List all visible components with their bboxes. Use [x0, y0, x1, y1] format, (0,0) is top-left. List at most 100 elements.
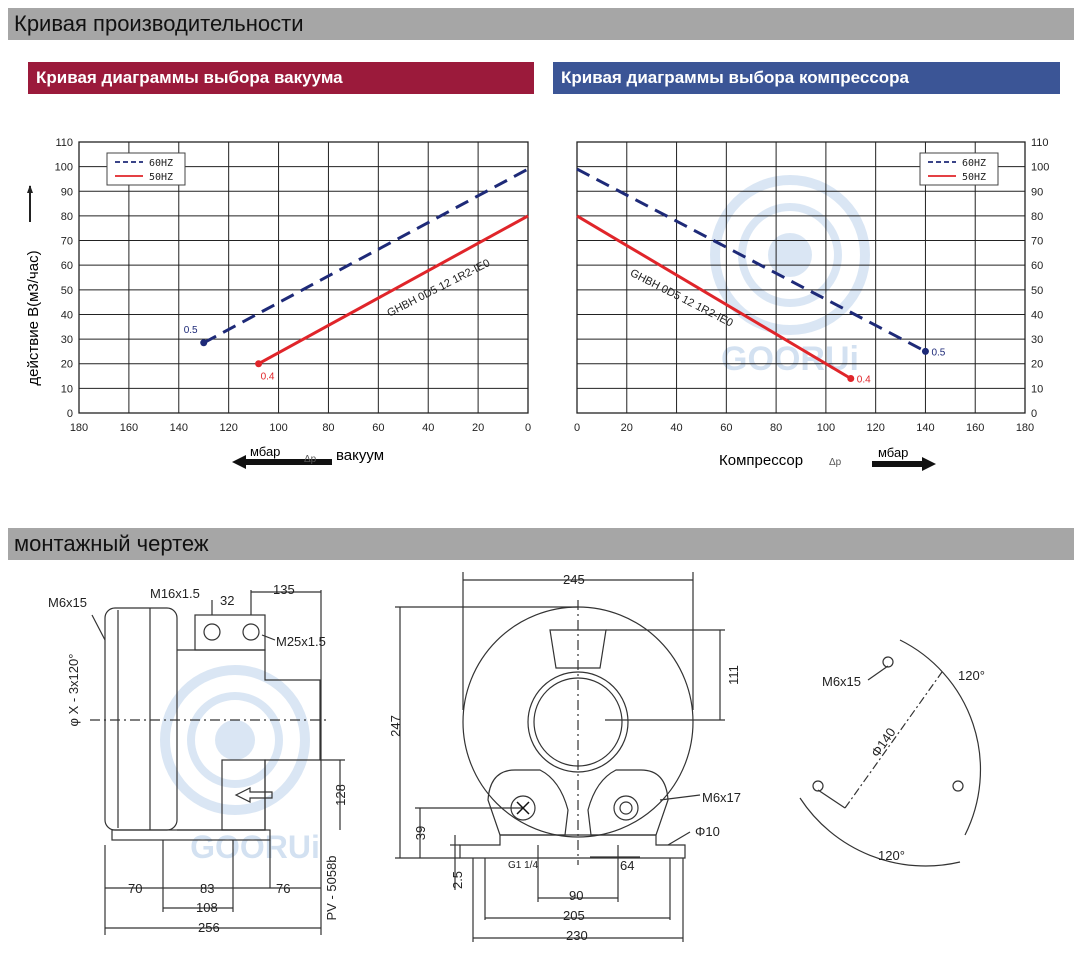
y-tick-label: 20 [61, 359, 73, 371]
dim-side-32: 32 [220, 593, 234, 608]
y-tick-label: 40 [61, 309, 73, 321]
x-tick-label: 60 [372, 422, 384, 434]
dim-side-76: 76 [276, 881, 290, 896]
performance-section-title: Кривая производительности [8, 8, 1074, 40]
legend-label: 60HZ [149, 158, 173, 169]
y-tick-label: 50 [61, 285, 73, 297]
x-tick-label: 40 [422, 422, 434, 434]
y-tick-label: 60 [61, 260, 73, 272]
y-tick-label: 100 [55, 162, 73, 174]
dim-front-111: 111 [726, 665, 741, 685]
x-tick-label: 100 [269, 422, 287, 434]
x-tick-label: 120 [219, 422, 237, 434]
dim-side-pv: PV - 5058b [324, 855, 339, 920]
dim-side-m6x15: M6x15 [48, 595, 87, 610]
y-tick-label: 50 [1031, 285, 1043, 297]
compressor-chart-title: Кривая диаграммы выбора компрессора [553, 62, 1060, 94]
right-arrow-icon [872, 457, 936, 471]
y-tick-label: 110 [55, 137, 73, 149]
dim-front-247: 247 [388, 715, 403, 737]
series-end-label: 0.5 [931, 347, 945, 358]
y-tick-label: 0 [67, 408, 73, 420]
series-end-label: 0.4 [261, 372, 275, 383]
y-tick-label: 80 [1031, 211, 1043, 223]
y-tick-label: 70 [61, 236, 73, 248]
left-arrow-icon [232, 455, 332, 469]
compressor-dp-label: Δp [829, 457, 842, 468]
x-tick-label: 120 [866, 422, 884, 434]
legend-box [919, 152, 999, 186]
watermark-text: GOORUi [190, 829, 320, 865]
y-tick-label: 100 [1031, 162, 1049, 174]
side-view-drawing [90, 590, 345, 935]
legend-label: 50HZ [149, 172, 173, 183]
vacuum-chart-title: Кривая диаграммы выбора вакуума [28, 62, 534, 94]
watermark-text: GOORUi [721, 340, 859, 378]
dim-front-g1: G1 1/4 [508, 860, 538, 871]
series-line-50hz [257, 214, 529, 366]
dim-front-230: 230 [566, 928, 588, 943]
legend-label: 50HZ [962, 172, 986, 183]
series-end-label: 0.4 [857, 375, 871, 386]
dim-flange-140: Φ140 [868, 725, 899, 760]
y-tick-label: 20 [1031, 359, 1043, 371]
series-line-50hz [576, 214, 852, 380]
dim-front-245: 245 [563, 572, 585, 587]
dim-side-128: 128 [333, 784, 348, 806]
x-tick-label: 140 [170, 422, 188, 434]
dim-side-135: 135 [273, 582, 295, 597]
dim-side-108: 108 [196, 900, 218, 915]
dim-flange-angle-bottom: 120° [878, 848, 905, 863]
dim-front-205: 205 [563, 908, 585, 923]
series-end-label: 0.5 [184, 325, 198, 336]
x-tick-label: 100 [817, 422, 835, 434]
x-tick-label: 180 [1016, 422, 1034, 434]
x-tick-label: 80 [322, 422, 334, 434]
vacuum-unit-label: мбар [250, 444, 280, 459]
y-axis-label: действие В(м3/час) [25, 250, 42, 385]
y-tick-label: 0 [1031, 408, 1037, 420]
dim-side-83: 83 [200, 881, 214, 896]
plot-frame [576, 141, 1026, 414]
x-tick-label: 160 [966, 422, 984, 434]
y-tick-label: 10 [61, 383, 73, 395]
dim-flange-m6x15: M6x15 [822, 674, 861, 689]
x-tick-label: 60 [720, 422, 732, 434]
x-tick-label: 80 [770, 422, 782, 434]
dim-front-90: 90 [569, 888, 583, 903]
series-line-60hz [203, 167, 529, 345]
watermark-logo [160, 175, 870, 815]
y-tick-label: 70 [1031, 236, 1043, 248]
dim-front-25: 2.5 [450, 871, 465, 889]
dim-side-phi: φ X - 3x120° [66, 654, 81, 727]
y-tick-label: 30 [1031, 334, 1043, 346]
y-tick-label: 80 [61, 211, 73, 223]
x-tick-label: 0 [525, 422, 531, 434]
plot-frame [78, 141, 529, 414]
flange-drawing [799, 639, 982, 867]
series-end-point [255, 360, 263, 368]
dim-side-m25: M25x1.5 [276, 634, 326, 649]
legend-label: 60HZ [962, 158, 986, 169]
series-end-point [921, 347, 929, 355]
dim-side-m16: M16x1.5 [150, 586, 200, 601]
y-tick-label: 90 [1031, 186, 1043, 198]
dim-front-39: 39 [413, 826, 428, 840]
x-tick-label: 140 [916, 422, 934, 434]
dim-front-64: 64 [620, 858, 634, 873]
y-tick-label: 10 [1031, 383, 1043, 395]
compressor-unit-label: мбар [878, 445, 908, 460]
y-tick-label: 90 [61, 186, 73, 198]
dim-side-70: 70 [128, 881, 142, 896]
y-tick-label: 110 [1031, 137, 1049, 149]
x-tick-label: 20 [472, 422, 484, 434]
dim-front-m6x17: M6x17 [702, 790, 741, 805]
series-end-point [200, 339, 208, 347]
vacuum-direction-label: вакуум [336, 447, 384, 464]
port-cross-icon [516, 801, 530, 815]
dim-front-10: Φ10 [695, 824, 720, 839]
y-tick-label: 40 [1031, 309, 1043, 321]
x-tick-label: 180 [70, 422, 88, 434]
